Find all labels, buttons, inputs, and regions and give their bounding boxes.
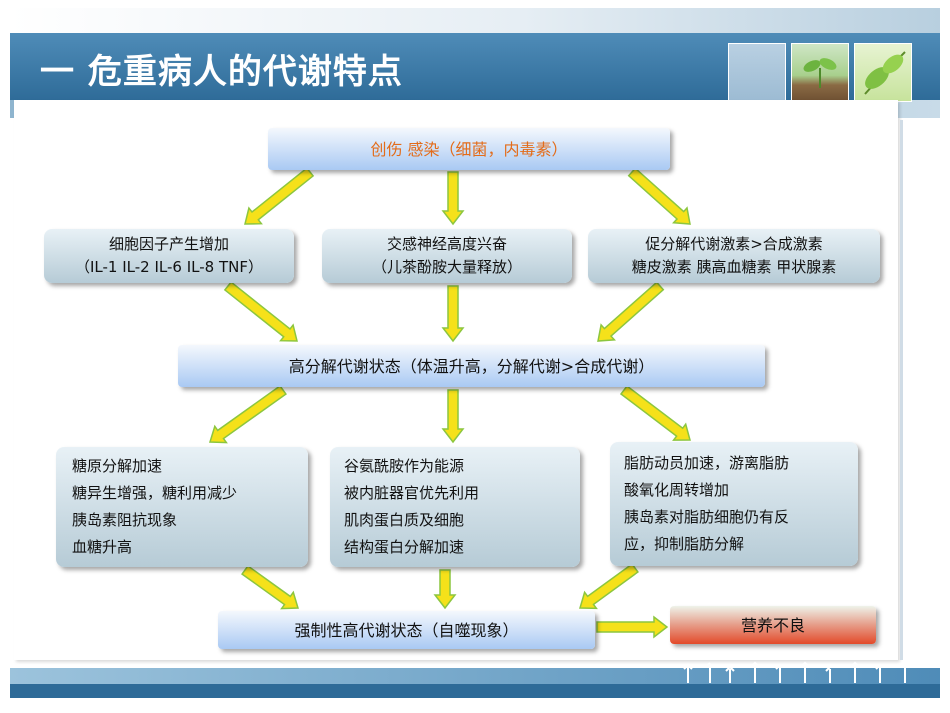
leaf-image bbox=[854, 43, 912, 102]
hormone-node: 促分解代谢激素>合成激素 糖皮激素 胰高血糖素 甲状腺素 bbox=[588, 229, 880, 283]
arrow-top-to-cytokine bbox=[244, 167, 315, 225]
hormone-node-line-2: 糖皮激素 胰高血糖素 甲状腺素 bbox=[631, 258, 837, 276]
slide-title: 一 危重病人的代谢特点 bbox=[40, 52, 403, 92]
cytokine-node-line-2: （IL-1 IL-2 IL-6 IL-8 TNF） bbox=[75, 258, 263, 276]
arrow-fat-to-bottom bbox=[579, 562, 639, 610]
hypermetabolic-node: 强制性高代谢状态（自噬现象） bbox=[218, 611, 595, 649]
header-top-line bbox=[10, 8, 940, 33]
carbohydrate-node: 糖原分解加速 糖异生增强，糖利用减少 胰岛素阻抗现象 血糖升高 bbox=[56, 447, 308, 567]
fat-line-4: 应，抑制脂肪分解 bbox=[624, 535, 745, 553]
hormone-node-line-1: 促分解代谢激素>合成激素 bbox=[645, 235, 823, 253]
arrow-middle-to-carbohydrate bbox=[208, 384, 287, 444]
fat-node: 脂肪动员加速，游离脂肪 酸氧化周转增加 胰岛素对脂肪细胞仍有反 应，抑制脂肪分解 bbox=[610, 442, 858, 566]
header-thumbnail-blank bbox=[728, 43, 786, 102]
footer-band bbox=[10, 668, 940, 684]
sympathetic-node-line-1: 交感神经高度兴奋 bbox=[386, 235, 507, 253]
arrow-bottom-to-result bbox=[596, 615, 669, 639]
fat-line-2: 酸氧化周转增加 bbox=[624, 481, 730, 499]
arrow-middle-to-fat bbox=[619, 384, 691, 441]
catabolic-state-text: 高分解代谢状态（体温升高，分解代谢>合成代谢） bbox=[288, 356, 655, 376]
carbohydrate-line-1: 糖原分解加速 bbox=[72, 457, 163, 475]
fat-line-3: 胰岛素对脂肪细胞仍有反 bbox=[624, 508, 790, 526]
arrow-top-to-hormone bbox=[627, 167, 691, 225]
arrow-carbohydrate-to-bottom bbox=[241, 564, 299, 610]
malnutrition-text: 营养不良 bbox=[740, 615, 805, 635]
carbohydrate-line-4: 血糖升高 bbox=[72, 538, 133, 556]
arrow-hormone-to-middle bbox=[597, 281, 665, 342]
protein-node: 谷氨酰胺作为能源 被内脏器官优先利用 肌肉蛋白质及细胞 结构蛋白分解加速 bbox=[330, 447, 580, 567]
malnutrition-node: 营养不良 bbox=[670, 606, 876, 644]
sympathetic-node-line-2: （儿茶酚胺大量释放） bbox=[371, 258, 522, 276]
protein-line-3: 肌肉蛋白质及细胞 bbox=[344, 511, 465, 529]
footer-band-dark bbox=[10, 684, 940, 698]
arrow-protein-to-bottom bbox=[433, 569, 457, 610]
hypermetabolic-text: 强制性高代谢状态（自噬现象） bbox=[294, 620, 519, 640]
carbohydrate-line-2: 糖异生增强，糖利用减少 bbox=[72, 484, 238, 502]
sprout-image bbox=[791, 43, 849, 102]
arrow-top-to-sympathetic bbox=[441, 171, 465, 226]
catabolic-state-node: 高分解代谢状态（体温升高，分解代谢>合成代谢） bbox=[178, 345, 765, 387]
arrow-sympathetic-to-middle bbox=[441, 285, 465, 343]
cause-node: 创伤 感染（细菌，内毒素） bbox=[268, 128, 670, 170]
protein-line-4: 结构蛋白分解加速 bbox=[344, 538, 465, 556]
grass-decoration bbox=[683, 659, 910, 683]
panel-divider bbox=[900, 120, 903, 660]
fat-line-1: 脂肪动员加速，游离脂肪 bbox=[624, 454, 790, 472]
sympathetic-node: 交感神经高度兴奋 （儿茶酚胺大量释放） bbox=[322, 229, 572, 283]
arrow-cytokine-to-middle bbox=[223, 281, 298, 342]
cytokine-node-line-1: 细胞因子产生增加 bbox=[108, 235, 229, 253]
cytokine-node: 细胞因子产生增加 （IL-1 IL-2 IL-6 IL-8 TNF） bbox=[44, 229, 294, 283]
protein-line-2: 被内脏器官优先利用 bbox=[344, 484, 480, 502]
cause-node-text: 创伤 感染（细菌，内毒素） bbox=[370, 139, 568, 159]
arrow-middle-to-protein bbox=[441, 389, 465, 444]
protein-line-1: 谷氨酰胺作为能源 bbox=[344, 457, 465, 475]
carbohydrate-line-3: 胰岛素阻抗现象 bbox=[72, 511, 178, 529]
